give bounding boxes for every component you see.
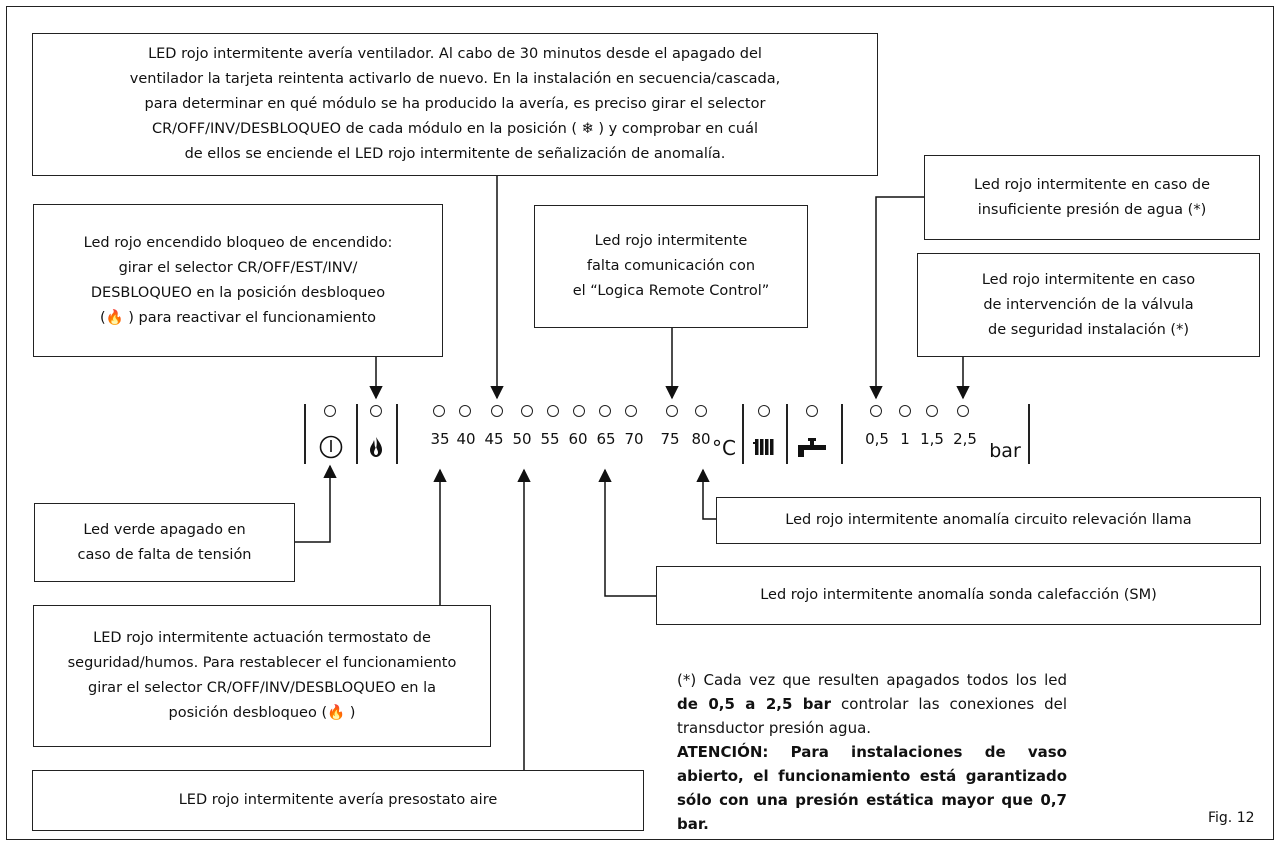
led-pressure-1-5: [926, 405, 938, 417]
callout-line: Led rojo intermitente en caso: [981, 271, 1196, 288]
led-pressure-0-5: [870, 405, 882, 417]
callout-line: de intervención de la válvula: [983, 296, 1194, 313]
tap-icon: [798, 438, 826, 457]
note-text: controlar las conexiones del transductor…: [677, 695, 1068, 737]
arrow-green-led: [295, 464, 337, 543]
callout-line: Led rojo intermitente: [594, 233, 748, 249]
power-icon: [319, 435, 343, 459]
callout-line: de ellos se enciende el LED rojo intermi…: [184, 146, 726, 162]
temp-label-80: 80: [691, 430, 711, 448]
led-dhw: [806, 405, 818, 417]
callout-line: DESBLOQUEO en la posición desbloqueo: [90, 284, 386, 301]
temp-label-50: 50: [512, 430, 532, 448]
note-bold-range: de 0,5 a 2,5 bar: [677, 695, 832, 713]
led-power: [324, 405, 336, 417]
callout-flame-circuit: Led rojo intermitente anomalía circuito …: [716, 497, 1261, 544]
pressure-note: (*) Cada vez que resulten apagados todos…: [677, 668, 1067, 836]
temp-label-75: 75: [660, 430, 680, 448]
led-pressure-2-5: [957, 405, 969, 417]
callout-line: LED rojo intermitente actuación termosta…: [93, 630, 431, 646]
radiator-icon: [753, 439, 774, 455]
callout-line: seguridad/humos. Para restablecer el fun…: [67, 655, 457, 671]
led-temp-40: [459, 405, 471, 417]
callout-green-led: Led verde apagado en caso de falta de te…: [34, 503, 295, 582]
pressure-unit: bar: [989, 440, 1021, 462]
callout-heating-probe: Led rojo intermitente anomalía sonda cal…: [656, 566, 1261, 625]
pressure-label-2-5: 2,5: [953, 430, 977, 448]
callout-line: Led rojo intermitente anomalía circuito …: [785, 512, 1192, 528]
led-heating: [758, 405, 770, 417]
arrow-flame-circuit: [696, 468, 716, 520]
callout-fan-fault: LED rojo intermitente avería ventilador.…: [32, 33, 878, 176]
led-temp-70: [625, 405, 637, 417]
led-temp-50: [521, 405, 533, 417]
arrow-heating-probe: [598, 468, 656, 597]
temp-label-70: 70: [624, 430, 644, 448]
callout-air-pressure: LED rojo intermitente avería presostato …: [32, 770, 644, 831]
callout-ignition-lockout: Led rojo encendido bloqueo de encendido:…: [33, 204, 443, 357]
led-pressure-1: [899, 405, 911, 417]
callout-line: ventilador la tarjeta reintenta activarl…: [129, 71, 781, 87]
callout-line: el “Logica Remote Control”: [572, 283, 770, 299]
panel-divider: [742, 404, 744, 464]
callout-line: girar el selector CR/OFF/EST/INV/: [118, 259, 358, 276]
callout-line: de seguridad instalación (*): [988, 321, 1189, 338]
led-temp-65: [599, 405, 611, 417]
temp-label-45: 45: [484, 430, 504, 448]
callout-line: LED rojo intermitente avería presostato …: [178, 792, 498, 808]
panel-divider: [841, 404, 843, 464]
callout-line: posición desbloqueo (🔥 ): [168, 705, 356, 721]
led-temp-45: [491, 405, 503, 417]
callout-thermostat: LED rojo intermitente actuación termosta…: [33, 605, 491, 747]
temp-label-55: 55: [540, 430, 560, 448]
note-warning: ATENCIÓN: Para instalaciones de vaso abi…: [677, 743, 1067, 833]
callout-line: LED rojo intermitente avería ventilador.…: [148, 46, 762, 62]
led-lockout: [370, 405, 382, 417]
panel-divider: [786, 404, 788, 464]
led-temp-55: [547, 405, 559, 417]
callout-line: Led rojo intermitente anomalía sonda cal…: [760, 587, 1157, 603]
panel-divider: [304, 404, 306, 464]
callout-line: Led rojo intermitente en caso de: [973, 176, 1210, 193]
callout-line: Led verde apagado en: [83, 521, 246, 538]
temp-label-35: 35: [430, 430, 450, 448]
note-text: (*) Cada vez que resulten apagados todos…: [677, 671, 1067, 689]
callout-line: falta comunicación con: [586, 258, 756, 274]
callout-line: CR/OFF/INV/DESBLOQUEO de cada módulo en …: [151, 121, 759, 137]
panel-divider: [1028, 404, 1030, 464]
callout-line: Led rojo encendido bloqueo de encendido:: [83, 234, 393, 251]
callout-line: (🔥 ) para reactivar el funcionamiento: [99, 309, 377, 326]
led-temp-35: [433, 405, 445, 417]
callout-line: girar el selector CR/OFF/INV/DESBLOQUEO …: [87, 680, 437, 696]
led-temp-80: [695, 405, 707, 417]
panel-divider: [356, 404, 358, 464]
callout-line: para determinar en qué módulo se ha prod…: [144, 96, 766, 112]
led-temp-60: [573, 405, 585, 417]
callout-remote-control: Led rojo intermitente falta comunicación…: [534, 205, 808, 328]
temp-label-40: 40: [456, 430, 476, 448]
diagram-frame: [6, 6, 1274, 840]
figure-label: Fig. 12: [1208, 810, 1255, 826]
temp-label-65: 65: [596, 430, 616, 448]
panel-divider: [396, 404, 398, 464]
led-temp-75: [666, 405, 678, 417]
pressure-label-1: 1: [900, 430, 910, 448]
temp-unit: °C: [712, 436, 736, 460]
callout-line: caso de falta de tensión: [77, 546, 252, 563]
temp-label-60: 60: [568, 430, 588, 448]
pressure-label-1-5: 1,5: [920, 430, 944, 448]
callout-line: insuficiente presión de agua (*): [977, 201, 1207, 218]
pressure-label-0-5: 0,5: [865, 430, 889, 448]
callout-water-pressure: Led rojo intermitente en caso de insufic…: [924, 155, 1260, 240]
arrow-water-pressure: [869, 196, 924, 400]
callout-safety-valve: Led rojo intermitente en caso de interve…: [917, 253, 1260, 357]
flame-icon: [370, 437, 382, 457]
